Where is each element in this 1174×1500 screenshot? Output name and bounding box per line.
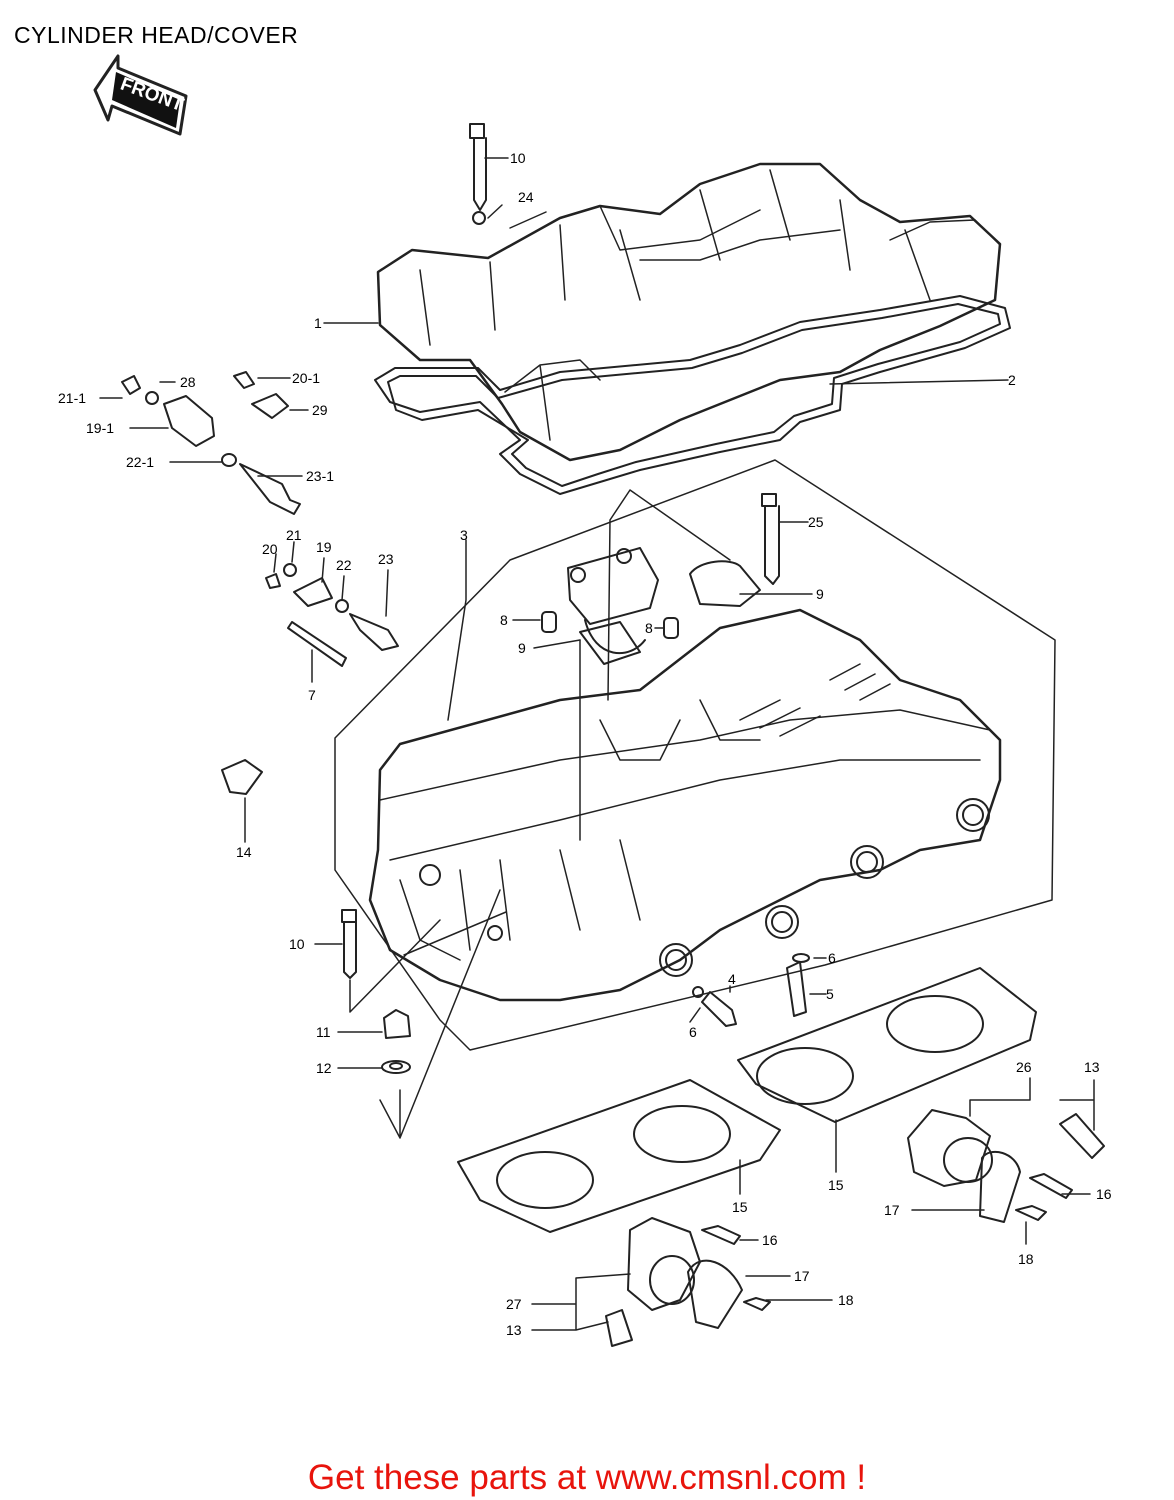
front-arrow-icon: FRONT	[93, 54, 188, 136]
callout-13b: 13	[506, 1322, 522, 1338]
callout-3: 3	[460, 527, 468, 543]
callout-numbers: 1 2 3 4 5 6 6 7 8 8 9 9 10 10 11 12 13 1…	[58, 150, 1112, 1338]
callout-1: 1	[314, 315, 322, 331]
callout-20: 20	[262, 541, 278, 557]
plug-14	[221, 759, 263, 795]
callout-20-1: 20-1	[292, 370, 320, 386]
callout-25: 25	[808, 514, 824, 530]
carburetor-holders	[605, 1109, 1105, 1347]
callout-18a: 18	[1018, 1251, 1034, 1267]
callout-5: 5	[826, 986, 834, 1002]
callout-12: 12	[316, 1060, 332, 1076]
callout-24: 24	[518, 189, 534, 205]
cover-gasket	[374, 295, 1011, 495]
page-title: CYLINDER HEAD/COVER	[14, 22, 299, 48]
callout-8b: 8	[645, 620, 653, 636]
bolts	[341, 123, 780, 979]
callout-17a: 17	[884, 1202, 900, 1218]
callout-28: 28	[180, 374, 196, 390]
callout-14: 14	[236, 844, 252, 860]
callout-6a: 6	[828, 950, 836, 966]
cylinder-head-cover[interactable]	[376, 162, 1002, 462]
callout-8a: 8	[500, 612, 508, 628]
callout-21: 21	[286, 527, 302, 543]
callout-23-1: 23-1	[306, 468, 334, 484]
callout-26: 26	[1016, 1059, 1032, 1075]
pin-7	[287, 621, 347, 667]
callout-13a: 13	[1084, 1059, 1100, 1075]
callout-2: 2	[1008, 372, 1016, 388]
callout-18b: 18	[838, 1292, 854, 1308]
callout-15a: 15	[732, 1199, 748, 1215]
tachometer-drive-parts	[121, 371, 399, 651]
callout-16a: 16	[1096, 1186, 1112, 1202]
callout-7: 7	[308, 687, 316, 703]
callout-6b: 6	[689, 1024, 697, 1040]
callout-16b: 16	[762, 1232, 778, 1248]
callout-23: 23	[378, 551, 394, 567]
dowel-and-fittings	[692, 953, 810, 1027]
callout-9a: 9	[816, 586, 824, 602]
callout-27: 27	[506, 1296, 522, 1312]
callout-19: 19	[316, 539, 332, 555]
callout-11: 11	[316, 1024, 331, 1040]
callout-17b: 17	[794, 1268, 810, 1284]
callout-9b: 9	[518, 640, 526, 656]
plug-and-washer	[381, 1009, 411, 1074]
cylinder-head[interactable]	[334, 459, 1056, 1051]
leader-lines	[99, 157, 1095, 1331]
callout-29: 29	[312, 402, 328, 418]
callout-22-1: 22-1	[126, 454, 154, 470]
callout-10b: 10	[289, 936, 305, 952]
callout-21-1: 21-1	[58, 390, 86, 406]
parts-link-footer[interactable]: Get these parts at www.cmsnl.com !	[307, 1458, 867, 1497]
callout-22: 22	[336, 557, 352, 573]
callout-19-1: 19-1	[86, 420, 114, 436]
camshaft-caps	[567, 547, 761, 665]
callout-10a: 10	[510, 150, 526, 166]
callout-15b: 15	[828, 1177, 844, 1193]
callout-4: 4	[728, 971, 736, 987]
head-gaskets	[457, 967, 1037, 1233]
